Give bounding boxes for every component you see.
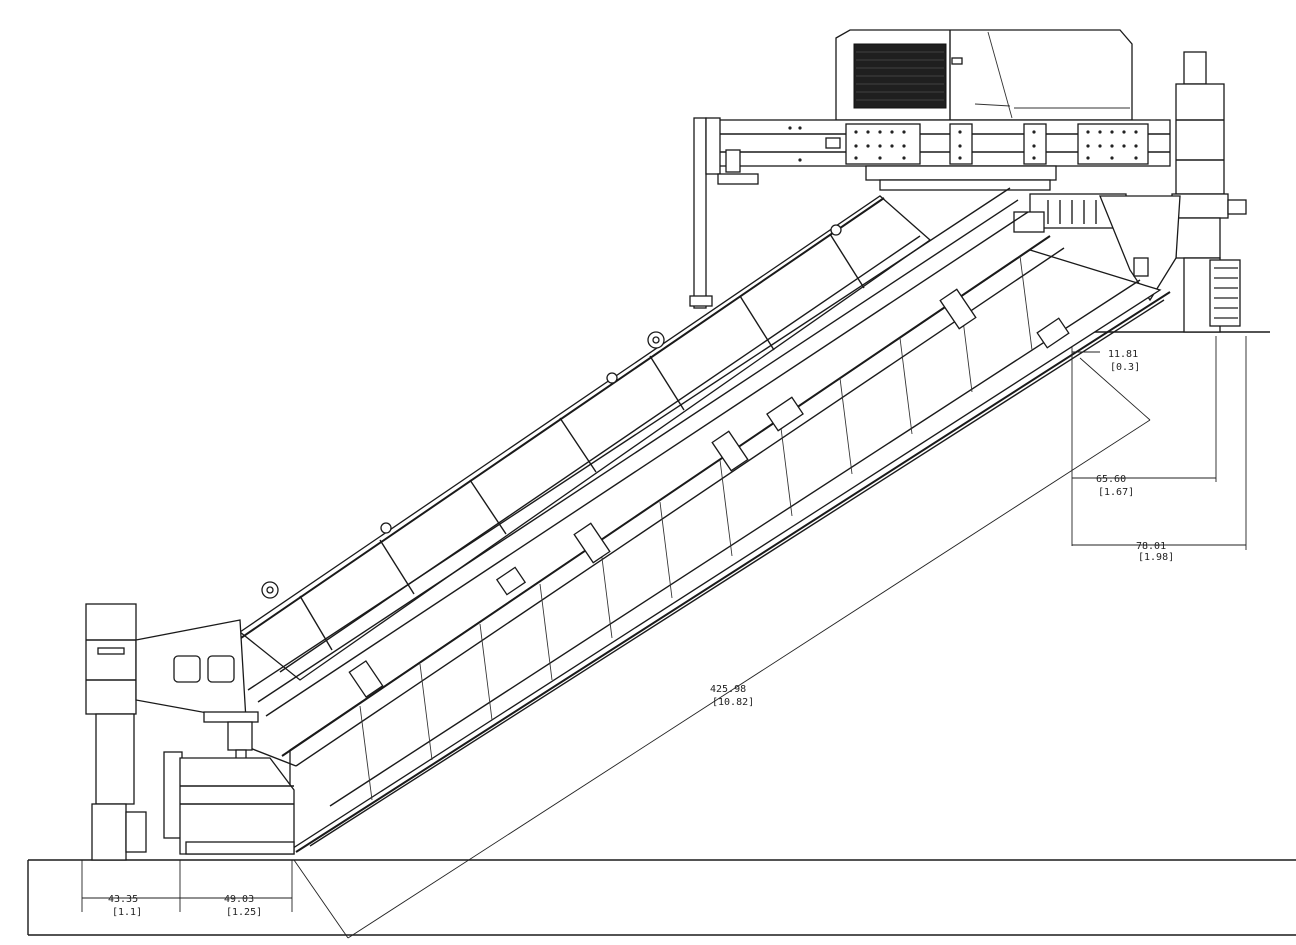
dim-boom-length-value: 425.98	[710, 684, 746, 695]
power-unit	[835, 29, 1133, 121]
dim-inner-reach-metric: [1.67]	[1098, 487, 1134, 498]
dim-bottom-mid-metric: [1.25]	[226, 907, 262, 918]
dim-top-clearance-metric: [0.3]	[1110, 362, 1140, 373]
top-frame	[699, 119, 1171, 191]
dim-outer-reach-metric: [1.98]	[1138, 552, 1174, 563]
left-end-unit	[85, 603, 295, 861]
dim-outer-reach-value: 78.01	[1136, 541, 1166, 552]
boom-ribs	[299, 233, 865, 651]
dim-boom-length-metric: [10.82]	[712, 697, 754, 708]
boom-lower-trough	[249, 235, 1171, 853]
dimension-labels: 11.81 [0.3] 65.60 [1.67] 78.01 [1.98] 42…	[108, 349, 1174, 918]
dim-bottom-mid-value: 49.03	[224, 894, 254, 905]
dimension-lines	[81, 336, 1247, 939]
dim-bottom-left-metric: [1.1]	[112, 907, 142, 918]
gearbox	[1013, 193, 1181, 302]
hanger-rod	[689, 117, 759, 309]
dim-top-clearance-value: 11.81	[1108, 349, 1138, 360]
trough-brackets	[348, 288, 1070, 698]
boom-upper-rails	[237, 187, 1029, 717]
dim-inner-reach-value: 65.60	[1096, 474, 1126, 485]
dim-bottom-left-value: 43.35	[108, 894, 138, 905]
right-end-unit	[1171, 51, 1247, 333]
lifting-eyes	[261, 224, 842, 599]
